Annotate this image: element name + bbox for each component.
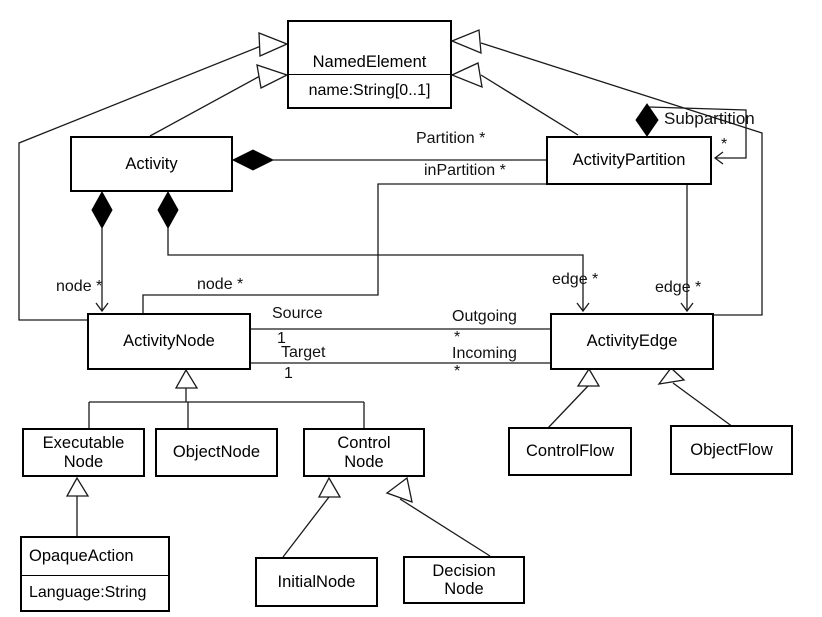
- open-arrowhead-icon: [95, 302, 109, 313]
- role-label-outgoing: Outgoing: [452, 308, 517, 325]
- generalization-line-activitypartition-namedelement: [480, 74, 579, 136]
- role-label-target: Target: [281, 344, 326, 361]
- association-line-edge: [167, 228, 584, 311]
- generalization-arrow-icon: [385, 476, 413, 504]
- generalization-arrow-icon: [65, 476, 90, 497]
- class-activity-edge: ActivityEdge: [550, 313, 714, 370]
- role-label-partition: Partition *: [416, 130, 486, 147]
- generalization-arrow-icon: [256, 64, 289, 89]
- class-name: ObjectNode: [172, 443, 261, 462]
- generalization-line-activity-namedelement: [149, 75, 261, 137]
- class-activity: Activity: [70, 136, 233, 192]
- class-opaque-action: OpaqueAction Language:String: [20, 536, 170, 612]
- generalization-arrow-icon: [657, 367, 686, 385]
- generalization-line-initialnode: [282, 496, 330, 558]
- role-label-source: Source: [272, 305, 323, 322]
- multiplicity-subpartition: *: [721, 136, 728, 153]
- generalization-line-decisionnode: [399, 498, 491, 557]
- generalization-arrow-icon: [576, 367, 601, 387]
- open-arrowhead-icon: [680, 302, 694, 313]
- role-label-subpartition: Subpartition: [664, 109, 755, 128]
- composition-diamond-icon: [231, 149, 275, 171]
- role-label-node-2: node *: [197, 276, 244, 293]
- class-name-line1: Executable: [42, 434, 125, 453]
- class-control-flow: ControlFlow: [508, 427, 632, 476]
- composition-diamond-icon: [157, 190, 179, 230]
- class-name: ActivityPartition: [572, 151, 686, 170]
- class-object-node: ObjectNode: [155, 428, 278, 477]
- class-name: OpaqueAction: [22, 538, 168, 576]
- generalization-arrow-icon: [450, 62, 483, 89]
- generalization-arrow-icon: [317, 476, 342, 498]
- role-label-node-1: node *: [56, 278, 103, 295]
- role-label-incoming: Incoming: [452, 345, 517, 362]
- generalization-line-activityedge-namedelement: [480, 42, 763, 316]
- generalization-arrow-icon: [450, 29, 482, 55]
- class-name-line2: Node: [344, 452, 384, 471]
- class-attribute: name:String[0..1]: [308, 82, 431, 100]
- multiplicity-incoming: *: [454, 363, 461, 380]
- class-name: ObjectFlow: [690, 440, 773, 459]
- multiplicity-target: 1: [284, 365, 293, 382]
- class-activity-partition: ActivityPartition: [546, 136, 712, 185]
- generalization-arrow-icon: [174, 368, 199, 389]
- class-name: Activity: [125, 154, 178, 173]
- generalization-line-controlflow: [547, 385, 589, 429]
- role-label-edge-2: edge *: [655, 279, 702, 296]
- composition-diamond-icon: [91, 190, 113, 230]
- class-name: ActivityNode: [123, 332, 215, 351]
- class-name: InitialNode: [277, 572, 356, 591]
- class-name: ControlFlow: [525, 442, 615, 461]
- association-line-subpartition: [648, 106, 747, 159]
- generalization-arrow-icon: [258, 32, 289, 57]
- role-label-edge-1: edge *: [552, 271, 599, 288]
- class-name: NamedElement: [289, 22, 450, 75]
- class-name-line1: Control: [337, 434, 391, 453]
- open-arrowhead-icon: [713, 151, 724, 165]
- open-arrowhead-icon: [576, 302, 590, 313]
- class-executable-node: Executable Node: [22, 428, 145, 477]
- class-named-element: NamedElement name:String[0..1]: [287, 20, 452, 109]
- composition-diamond-icon: [635, 103, 659, 137]
- class-initial-node: InitialNode: [255, 557, 378, 607]
- association-line-inpartition: [142, 183, 546, 313]
- class-name-line2: Node: [444, 580, 484, 598]
- role-label-inpartition: inPartition *: [424, 162, 506, 179]
- generalization-line-objectflow: [672, 382, 734, 428]
- class-control-node: Control Node: [303, 428, 425, 477]
- multiplicity-source: 1: [277, 330, 286, 347]
- class-name-line1: Decision: [432, 561, 496, 580]
- class-object-flow: ObjectFlow: [670, 425, 793, 475]
- class-name-line2: Node: [63, 452, 104, 471]
- generalization-line-activitynode-namedelement: [18, 45, 262, 321]
- multiplicity-outgoing: *: [454, 329, 461, 346]
- class-activity-node: ActivityNode: [87, 313, 251, 370]
- class-decision-node: Decision Node: [403, 556, 525, 604]
- class-attribute: Language:String: [29, 584, 147, 602]
- class-name: ActivityEdge: [586, 332, 678, 351]
